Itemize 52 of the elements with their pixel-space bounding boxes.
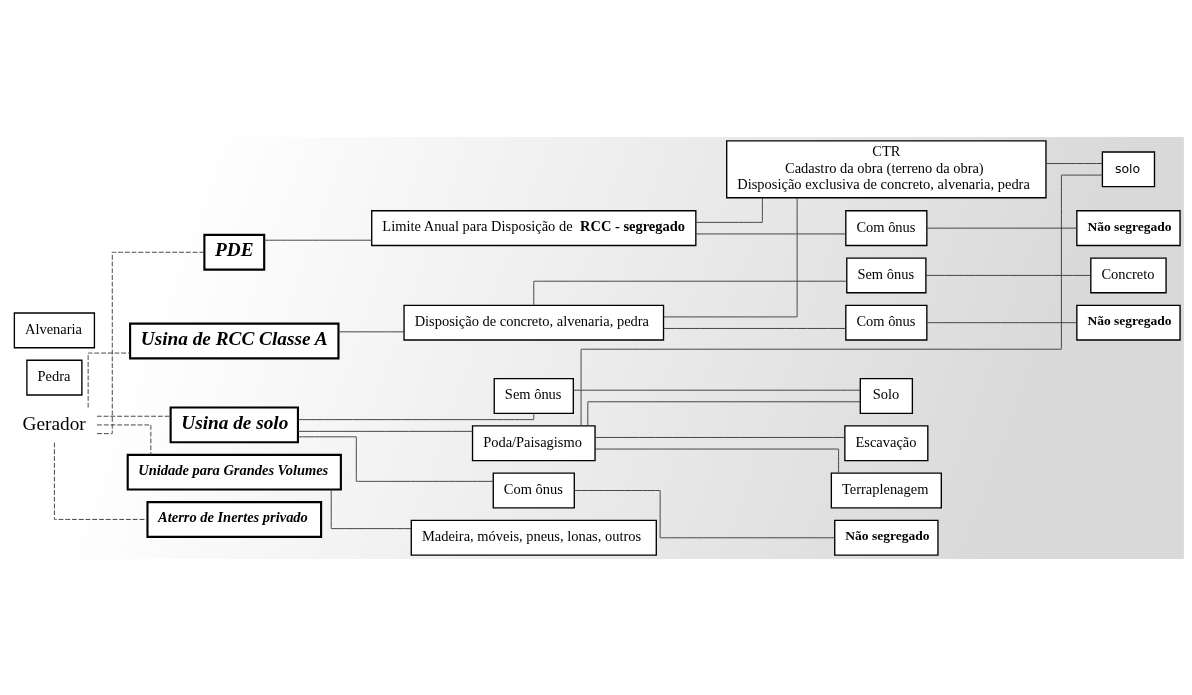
node-box: Solo	[859, 377, 914, 414]
connector	[297, 435, 494, 482]
connector	[926, 227, 1078, 229]
connector	[594, 448, 840, 473]
node-box: Concreto	[1090, 256, 1167, 293]
node-box: Usina de solo	[169, 406, 299, 443]
node-box: Terraplenagem	[830, 471, 942, 509]
node-box: Sem ônus	[493, 377, 574, 414]
node-box: Unidade para Grandes Volumes	[126, 453, 342, 491]
connector	[87, 352, 131, 408]
connector	[297, 412, 535, 420]
node-box: CTR Cadastro da obra (terreno da obra) Disposição exclusiva de concreto, alvenaria, pedra	[726, 139, 1047, 198]
connector	[263, 239, 373, 241]
connector	[96, 415, 171, 417]
connector	[96, 251, 205, 434]
node-box: Não segregado	[1076, 304, 1181, 341]
connector	[587, 400, 861, 426]
connector	[663, 197, 798, 317]
connector	[1045, 162, 1103, 164]
node-box: Sem ônus	[846, 256, 927, 293]
connector	[533, 280, 848, 305]
connector	[926, 321, 1078, 323]
connector	[663, 327, 847, 329]
node-box: Não segregado	[834, 519, 939, 556]
node-box: Com ônus	[845, 209, 928, 246]
node-box: Alvenaria	[13, 311, 96, 348]
node-text: Gerador	[22, 412, 86, 434]
node-box: PDE	[203, 233, 266, 271]
node-box: Usina de RCC Classe A	[129, 322, 340, 359]
connector	[297, 430, 473, 432]
connector	[338, 330, 405, 332]
connector	[574, 489, 836, 538]
node-box: Escavação	[844, 424, 929, 461]
node-box: solo	[1101, 150, 1156, 187]
node-box: Não segregado	[1076, 209, 1181, 246]
node-box: Com ônus	[492, 471, 575, 509]
node-box: Com ônus	[845, 304, 928, 341]
node-box: Limite Anual para Disposição de RCC - segregado	[371, 209, 697, 246]
connector	[53, 441, 148, 520]
connector	[580, 174, 1103, 426]
connector	[695, 197, 763, 223]
node-box: Aterro de Inertes privado	[146, 500, 323, 538]
connector	[695, 232, 846, 234]
node-box: Disposição de concreto, alvenaria, pedra	[403, 304, 665, 341]
connector	[594, 436, 846, 438]
node-box: Pedra	[26, 359, 83, 396]
connector	[96, 423, 152, 455]
connector	[925, 274, 1092, 276]
connector	[330, 488, 412, 529]
node-box: Poda/Paisagismo	[471, 424, 596, 461]
connector	[573, 389, 861, 391]
node-box: Madeira, móveis, pneus, lonas, outros	[410, 519, 657, 556]
